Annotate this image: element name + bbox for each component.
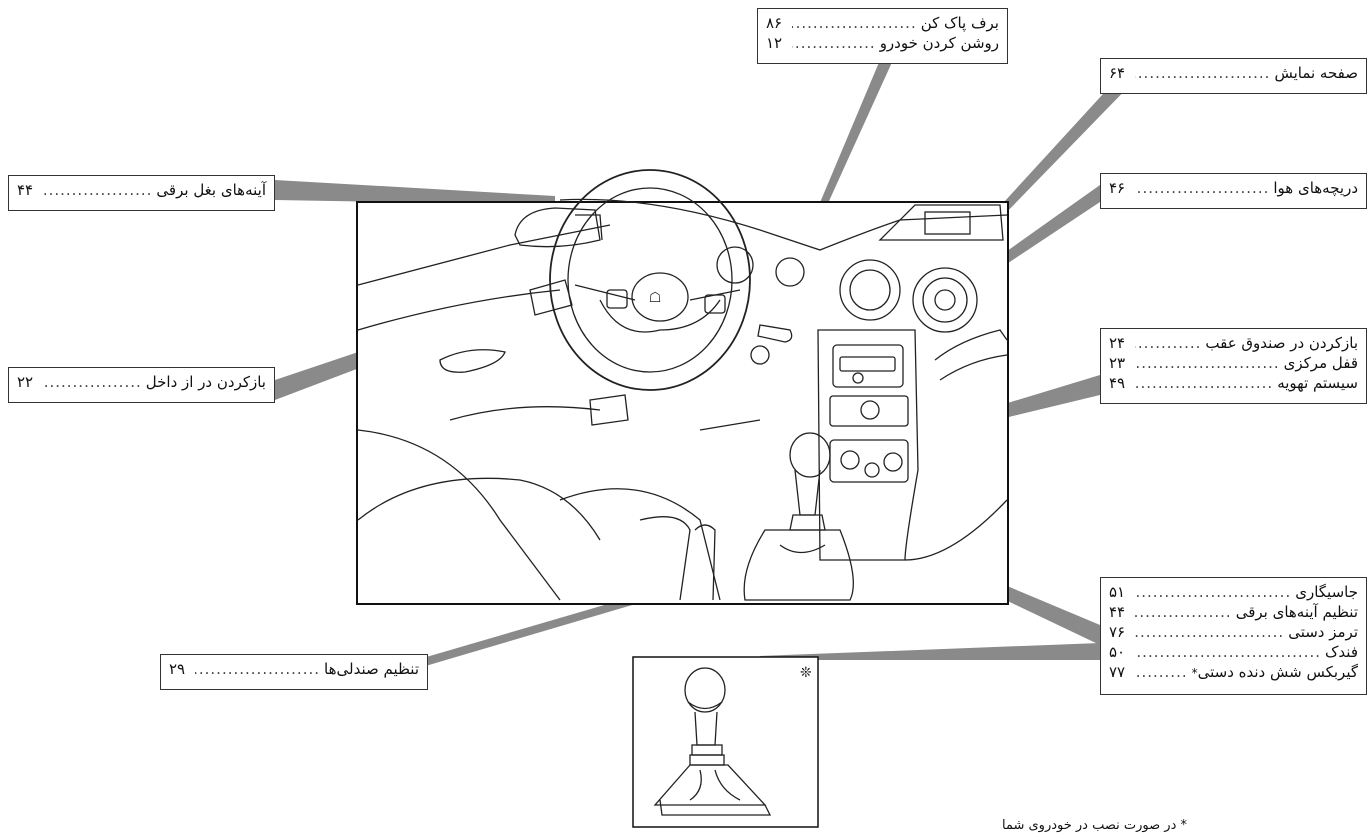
list-item[interactable]: تنظیم صندلی‌ها ۲۹: [169, 659, 419, 679]
callout-center-tunnel: جاسیگاری ۵۱ تنظیم آینه‌های برقی ۴۴ ترمز …: [1100, 577, 1367, 695]
page-number: ۴۴: [1109, 602, 1131, 622]
list-item[interactable]: جاسیگاری ۵۱: [1109, 582, 1358, 602]
list-item[interactable]: بازکردن در از داخل ۲۲: [17, 372, 266, 392]
item-label: قفل مرکزی: [1284, 353, 1358, 373]
page-number: ۲۳: [1109, 353, 1131, 373]
footnote: * در صورت نصب در خودروی شما: [1002, 818, 1187, 833]
item-label: تنظیم آینه‌های برقی: [1236, 602, 1358, 622]
list-item[interactable]: روشن کردن خودرو ۱۲: [766, 33, 999, 53]
dot-leader: [195, 659, 320, 679]
dot-leader: [1135, 662, 1188, 682]
list-item[interactable]: گیربکس شش دنده دستی * ۷۷: [1109, 662, 1358, 683]
list-item[interactable]: قفل مرکزی ۲۳: [1109, 353, 1358, 373]
list-item[interactable]: ترمز دستی ۷۶: [1109, 622, 1358, 642]
list-item[interactable]: بازکردن در صندوق عقب ۲۴: [1109, 333, 1358, 353]
page-number: ۵۰: [1109, 642, 1131, 662]
item-label: بازکردن در از داخل: [146, 372, 266, 392]
callout-wipers-start: برف پاک کن ۸۶ روشن کردن خودرو ۱۲: [757, 8, 1008, 64]
item-label: برف پاک کن: [921, 13, 999, 33]
dot-leader: [1135, 622, 1284, 642]
list-item[interactable]: تنظیم آینه‌های برقی ۴۴: [1109, 602, 1358, 622]
dot-leader: [1135, 582, 1291, 602]
item-label: بازکردن در صندوق عقب: [1205, 333, 1358, 353]
inset-marker: ❊: [800, 665, 812, 681]
dot-leader: [1135, 178, 1269, 198]
dot-leader: [1135, 353, 1280, 373]
page-number: ۲۲: [17, 372, 39, 392]
list-item[interactable]: صفحه نمایش ۶۴: [1109, 63, 1358, 83]
page-number: ۲۴: [1109, 333, 1131, 353]
item-label: دریچه‌های هوا: [1273, 178, 1358, 198]
asterisk-marker: *: [1192, 663, 1198, 683]
dot-leader: [792, 13, 917, 33]
item-label: سیستم تهویه: [1277, 373, 1358, 393]
item-label: ترمز دستی: [1288, 622, 1358, 642]
item-label: صفحه نمایش: [1274, 63, 1358, 83]
page-number: ۴۶: [1109, 178, 1131, 198]
dot-leader: [792, 33, 876, 53]
item-label: گیربکس شش دنده دستی: [1198, 662, 1358, 682]
page-number: ۲۹: [169, 659, 191, 679]
page-number: ۶۴: [1109, 63, 1131, 83]
item-label: تنظیم صندلی‌ها: [324, 659, 419, 679]
page-number: ۴۴: [17, 180, 39, 200]
list-item[interactable]: سیستم تهویه ۴۹: [1109, 373, 1358, 393]
page-number: ۸۶: [766, 13, 788, 33]
dot-leader: [1135, 602, 1232, 622]
item-label: جاسیگاری: [1295, 582, 1358, 602]
dot-leader: [1135, 63, 1270, 83]
callout-mirrors: آینه‌های بغل برقی ۴۴: [8, 175, 275, 211]
page-number: ۷۷: [1109, 662, 1131, 682]
list-item[interactable]: آینه‌های بغل برقی ۴۴: [17, 180, 266, 200]
item-label: آینه‌های بغل برقی: [156, 180, 266, 200]
dot-leader: [1135, 642, 1321, 662]
page-number: ۱۲: [766, 33, 788, 53]
svg-text:☖: ☖: [649, 290, 662, 306]
callout-seats: تنظیم صندلی‌ها ۲۹: [160, 654, 428, 690]
callout-air-vents: دریچه‌های هوا ۴۶: [1100, 173, 1367, 209]
list-item[interactable]: برف پاک کن ۸۶: [766, 13, 999, 33]
page-number: ۵۱: [1109, 582, 1131, 602]
page-number: ۷۶: [1109, 622, 1131, 642]
dot-leader: [1135, 373, 1273, 393]
list-item[interactable]: فندک ۵۰: [1109, 642, 1358, 662]
callout-door-opening: بازکردن در از داخل ۲۲: [8, 367, 275, 403]
dot-leader: [43, 372, 142, 392]
callout-console: بازکردن در صندوق عقب ۲۴ قفل مرکزی ۲۳ سیس…: [1100, 328, 1367, 404]
page-number: ۴۹: [1109, 373, 1131, 393]
list-item[interactable]: دریچه‌های هوا ۴۶: [1109, 178, 1358, 198]
item-label: فندک: [1325, 642, 1358, 662]
item-label: روشن کردن خودرو: [880, 33, 999, 53]
dot-leader: [43, 180, 152, 200]
dot-leader: [1135, 333, 1201, 353]
callout-display: صفحه نمایش ۶۴: [1100, 58, 1367, 94]
